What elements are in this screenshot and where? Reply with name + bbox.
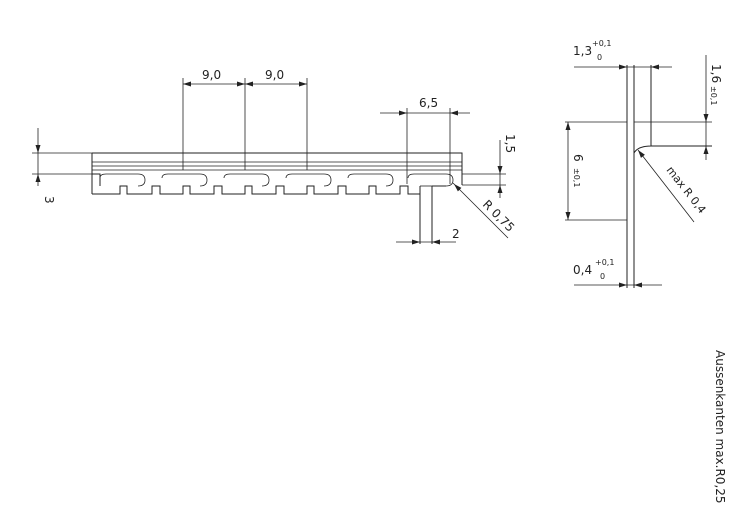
profile-left-view	[91, 152, 463, 244]
profile-top-strip	[92, 152, 463, 185]
corner-outline	[626, 65, 712, 288]
dimension-slot-width: 6,5	[380, 96, 470, 184]
dimension-height-right: 1,5	[462, 134, 517, 198]
corner-detail-view	[565, 65, 712, 288]
dimension-vertical-height: 6 ±0,1	[565, 122, 585, 220]
leg-width-label: 2	[452, 227, 460, 241]
bottom-width-tol-upper: +0,1	[595, 258, 614, 267]
height-right-label: 1,5	[503, 134, 517, 153]
top-height-label: 1,6	[709, 64, 723, 83]
profile-comb-outline	[92, 185, 420, 195]
profile-leg	[419, 185, 446, 244]
bottom-width-label: 0,4	[573, 263, 592, 277]
pitch-2-label: 9,0	[265, 68, 284, 82]
height-left-label: 3	[42, 196, 56, 204]
outer-edge-note: Aussenkanten max.R0,25	[713, 350, 727, 504]
dimension-radius: R 0,75	[452, 182, 517, 239]
slot-width-label: 6,5	[419, 96, 438, 110]
max-radius-label: max R 0,4	[664, 164, 709, 216]
vertical-height-tol: ±0,1	[572, 168, 581, 187]
dimension-bottom-width: 0,4 +0,1 0	[573, 258, 662, 288]
dimension-leg-width: 2	[396, 227, 460, 245]
keyhole-slots	[99, 173, 454, 187]
top-width-label: 1,3	[573, 44, 592, 58]
dimension-pitch: 9,0 9,0	[182, 68, 308, 170]
top-height-tol: ±0,1	[709, 86, 718, 105]
dimension-height-left: 3	[32, 128, 92, 204]
top-width-tol-upper: +0,1	[592, 39, 611, 48]
top-width-tol-lower: 0	[597, 53, 602, 62]
bottom-width-tol-lower: 0	[600, 272, 605, 281]
vertical-height-label: 6	[571, 154, 585, 162]
pitch-1-label: 9,0	[202, 68, 221, 82]
dimension-top-width: 1,3 +0,1 0	[573, 39, 672, 70]
dimension-max-radius: max R 0,4	[636, 148, 709, 223]
dimension-top-height: 1,6 ±0,1	[703, 55, 723, 160]
